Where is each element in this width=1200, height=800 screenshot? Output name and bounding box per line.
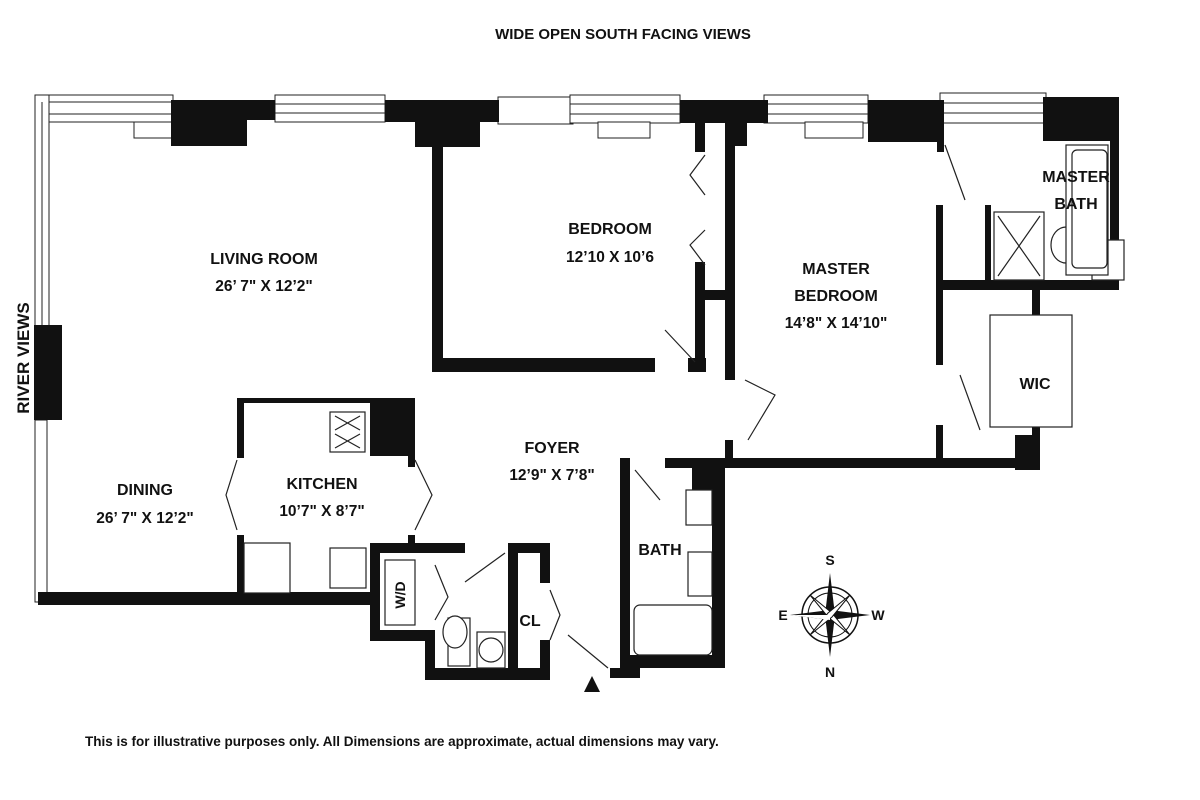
disclaimer-footnote: This is for illustrative purposes only. … (85, 734, 719, 749)
compass-e: E (778, 607, 787, 623)
bath-label: BATH (638, 542, 681, 559)
master-bath-label-2: BATH (1054, 196, 1097, 213)
wic-label: WIC (1019, 376, 1051, 393)
plan-title: WIDE OPEN SOUTH FACING VIEWS (495, 26, 751, 43)
master-bedroom-label-1: MASTER (802, 261, 870, 278)
master-bedroom-dims: 14’8" X 14’10" (785, 315, 888, 332)
foyer-dims: 12’9" X 7’8" (509, 467, 594, 484)
washer-dryer-label: W/D (392, 581, 408, 608)
living-room-dims: 26’ 7" X 12’2" (215, 278, 312, 295)
closet-label: CL (519, 613, 541, 630)
living-room-label: LIVING ROOM (210, 251, 318, 268)
walls (34, 97, 1119, 680)
compass-s: S (825, 552, 834, 568)
master-bath-label-1: MASTER (1042, 169, 1110, 186)
master-bedroom-label-2: BEDROOM (794, 288, 878, 305)
entry-arrow-icon (584, 676, 600, 692)
bedroom-dims: 12’10 X 10’6 (566, 249, 654, 266)
river-views-label: RIVER VIEWS (14, 302, 33, 413)
compass-w: W (871, 607, 885, 623)
doors (225, 144, 981, 669)
dining-label: DINING (117, 482, 173, 499)
dining-dims: 26’ 7" X 12’2" (96, 510, 193, 527)
compass-n: N (825, 664, 835, 680)
kitchen-dims: 10’7" X 8’7" (279, 503, 364, 520)
kitchen-label: KITCHEN (286, 476, 357, 493)
foyer-label: FOYER (524, 440, 580, 457)
fixtures (243, 144, 1125, 669)
compass-rose-icon: S N E W (778, 552, 885, 680)
bedroom-label: BEDROOM (568, 221, 652, 238)
